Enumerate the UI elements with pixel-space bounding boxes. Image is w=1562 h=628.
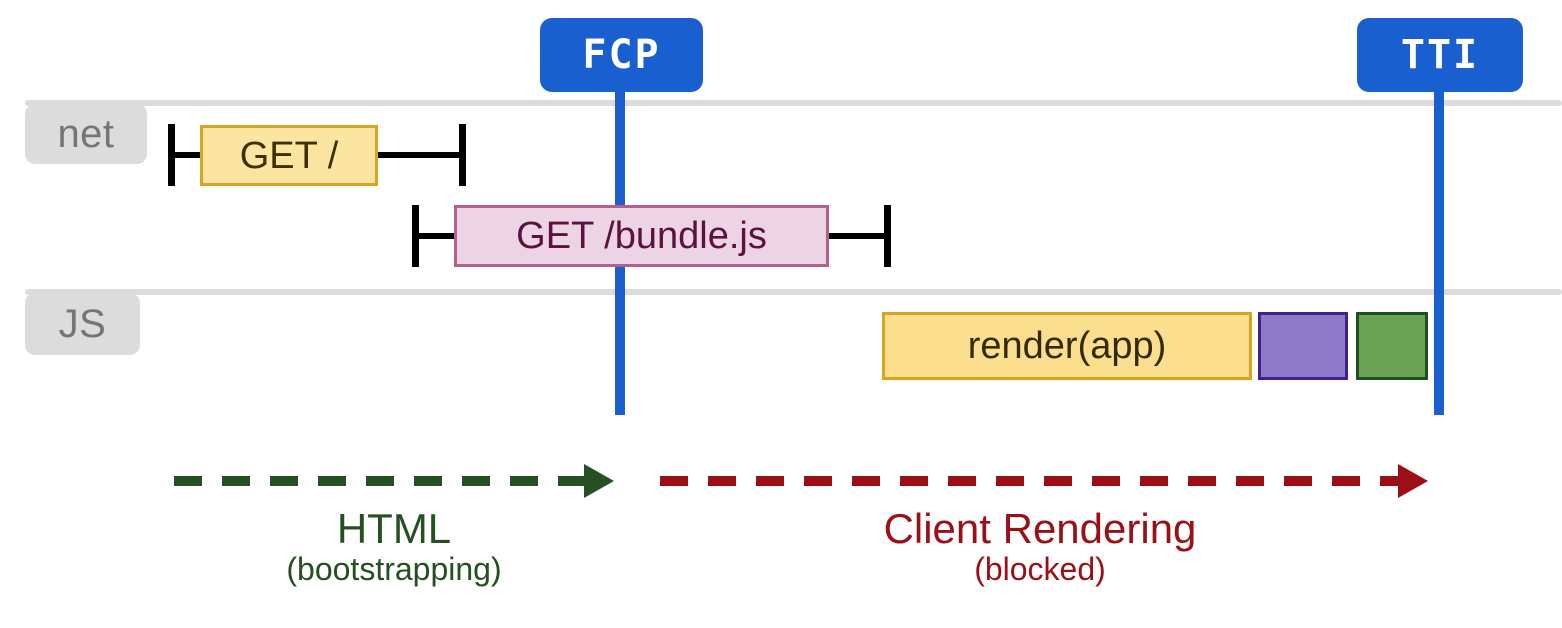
- html-phase-arrow-head: [584, 464, 614, 498]
- html-phase-arrow: [174, 464, 614, 498]
- html-phase-subtitle: (bootstrapping): [286, 551, 502, 588]
- html-phase-arrow-line: [174, 476, 588, 486]
- task-box-green[interactable]: [1356, 312, 1428, 380]
- client-rendering-phase-subtitle: (blocked): [974, 551, 1106, 588]
- lane-label-js: JS: [25, 293, 140, 355]
- client-rendering-phase-title: Client Rendering: [883, 505, 1197, 552]
- fcp-milestone-badge[interactable]: FCP: [540, 18, 703, 92]
- lane-label-net: net: [25, 104, 147, 164]
- client-rendering-phase-arrow: [660, 464, 1428, 498]
- html-phase-title: HTML: [336, 505, 452, 552]
- lane-label-net-text: net: [57, 112, 115, 156]
- request-box-get-bundle[interactable]: GET /bundle.js: [454, 205, 829, 267]
- fcp-milestone-label: FCP: [582, 32, 661, 78]
- task-box-purple[interactable]: [1258, 312, 1348, 380]
- request-label-get-bundle: GET /bundle.js: [516, 215, 767, 257]
- task-box-render-app[interactable]: render(app): [882, 312, 1252, 380]
- tti-milestone-label: TTI: [1400, 32, 1480, 78]
- tti-milestone-line: [1434, 88, 1444, 415]
- net-lane-rule: [25, 100, 1562, 106]
- get-root-bracket-end-cap: [459, 124, 466, 186]
- client-rendering-phase-arrow-head: [1398, 464, 1428, 498]
- request-box-get-root[interactable]: GET /: [200, 125, 378, 186]
- lane-label-js-text: JS: [58, 302, 107, 346]
- html-phase-caption: HTML (bootstrapping): [194, 505, 594, 588]
- get-bundle-bracket-end-cap: [884, 205, 891, 267]
- task-label-render-app: render(app): [967, 325, 1167, 367]
- client-rendering-phase-arrow-line: [660, 476, 1402, 486]
- client-rendering-phase-caption: Client Rendering (blocked): [840, 505, 1240, 588]
- js-lane-rule: [25, 289, 1562, 295]
- request-label-get-root: GET /: [239, 134, 339, 177]
- tti-milestone-badge[interactable]: TTI: [1357, 18, 1523, 92]
